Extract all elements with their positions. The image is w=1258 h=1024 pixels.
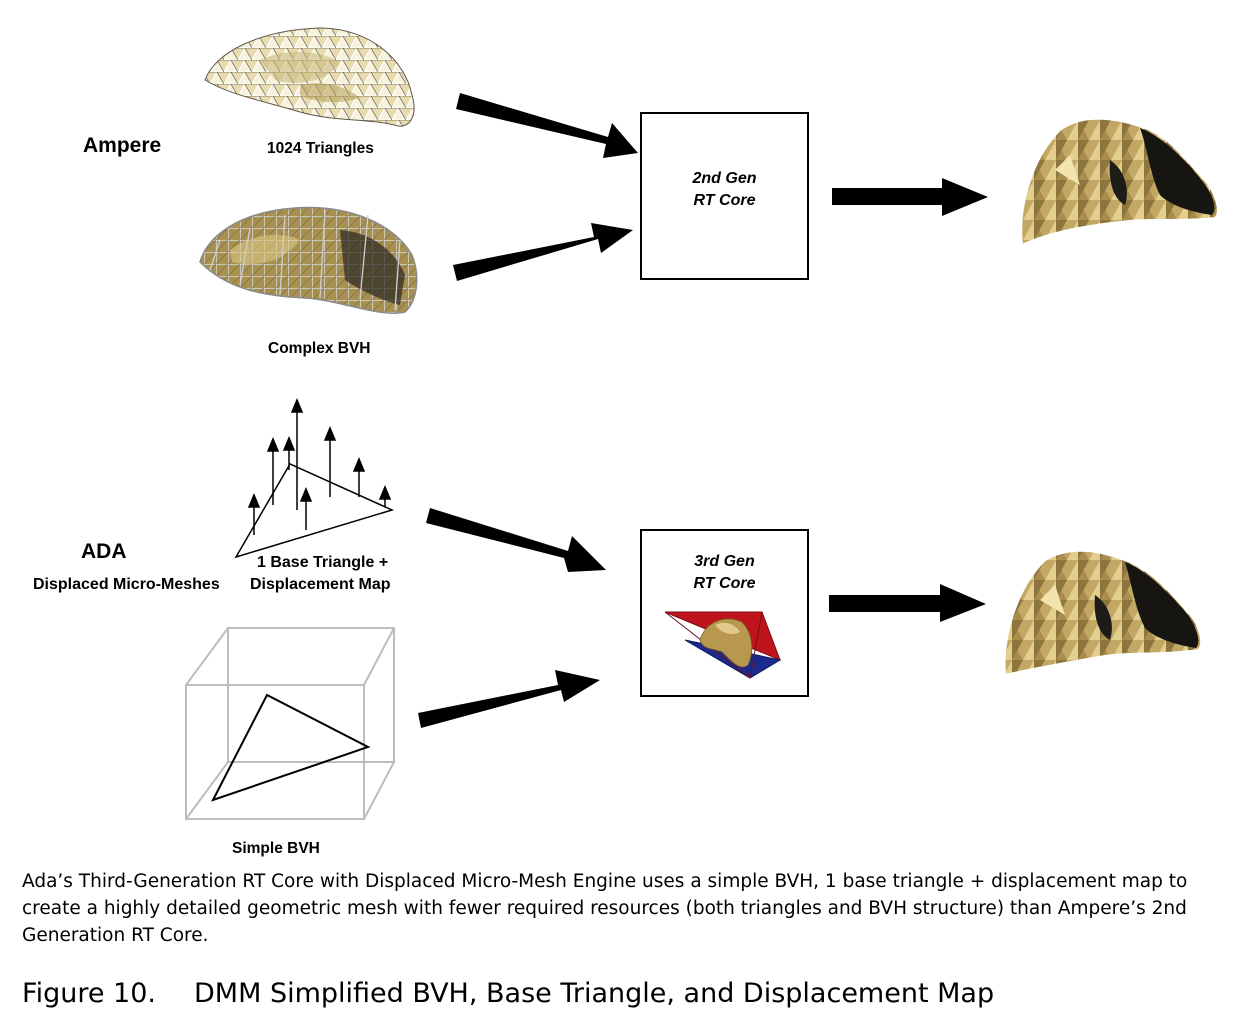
arrow-mesh-to-2nd-gen [456, 93, 638, 158]
simple-bvh-caption: Simple BVH [232, 840, 320, 858]
ampere-output-mesh-image [1021, 119, 1218, 245]
rt-core-3rd-gen-box: 3rd Gen RT Core [640, 529, 809, 697]
rt-core-2nd-gen-box: 2nd Gen RT Core [640, 112, 809, 280]
complex-bvh-image [200, 208, 417, 314]
arrow-bvh-to-2nd-gen [453, 223, 633, 281]
base-triangle-caption-line1: 1 Base Triangle + [257, 554, 388, 572]
rt-core-2nd-gen-line2: RT Core [642, 190, 807, 212]
arrow-3rd-gen-to-output [829, 584, 986, 622]
rt-core-3rd-gen-line1: 3rd Gen [642, 551, 807, 573]
figure-description: Ada’s Third-Generation RT Core with Disp… [22, 868, 1237, 949]
rt-core-2nd-gen-line1: 2nd Gen [642, 168, 807, 190]
arrow-base-triangle-to-3rd-gen [426, 508, 606, 572]
arrow-2nd-gen-to-output [832, 178, 988, 216]
ada-label: ADA [81, 540, 127, 564]
figure-title: DMM Simplified BVH, Base Triangle, and D… [194, 978, 994, 1009]
rt-core-3rd-gen-line2: RT Core [642, 573, 807, 595]
complex-bvh-caption: Complex BVH [268, 340, 371, 358]
base-triangle-caption-line2: Displacement Map [250, 576, 390, 594]
ampere-label: Ampere [83, 134, 161, 158]
triangles-caption: 1024 Triangles [267, 140, 374, 158]
figure-number: Figure 10. [22, 978, 194, 1009]
base-triangle-displacement-image [236, 400, 392, 557]
arrow-simple-bvh-to-3rd-gen [418, 670, 600, 728]
simple-bvh-image [186, 628, 394, 819]
figure-title-line: Figure 10.DMM Simplified BVH, Base Trian… [22, 978, 994, 1009]
ada-sublabel: Displaced Micro-Meshes [33, 576, 220, 594]
ada-output-mesh-image [1005, 551, 1202, 675]
triangle-mesh-image [205, 28, 414, 126]
